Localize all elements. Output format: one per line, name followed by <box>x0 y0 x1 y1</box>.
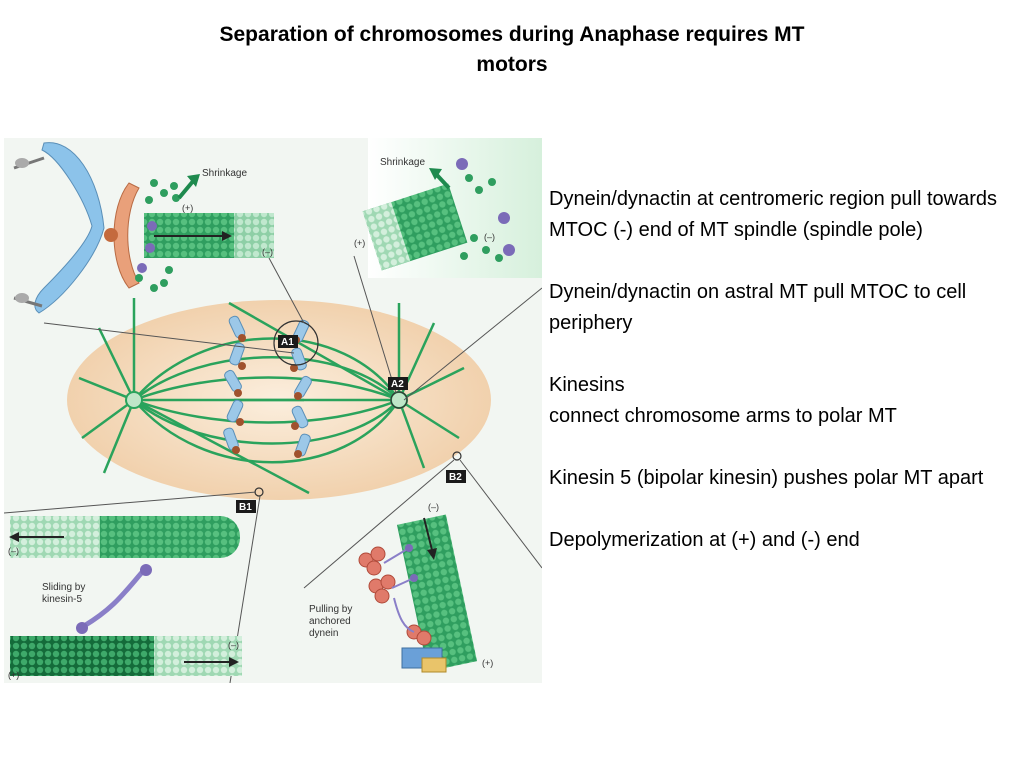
slide-title-line1: Separation of chromosomes during Anaphas… <box>219 23 805 46</box>
microtubule-b1-bottom-fade <box>154 636 242 676</box>
shrinkage-arrow-a2 <box>434 172 451 190</box>
tag-a2-label: A2 <box>391 379 404 390</box>
tag-b1 <box>236 500 256 513</box>
slide-title-line2: motors <box>476 53 548 76</box>
arrow-b2 <box>423 517 433 551</box>
zoom-circle-a1 <box>273 320 319 366</box>
dynein-label: dynein <box>309 628 338 639</box>
arrow-head-icon <box>427 548 437 560</box>
dynein-motor-icon <box>456 158 515 256</box>
plus-label-a1: (+) <box>182 203 193 213</box>
microtubule-b2 <box>396 514 478 672</box>
tag-a1-label: A1 <box>281 337 294 348</box>
pulling-label: Pulling by <box>309 604 352 615</box>
kinesin-motor-icon <box>140 564 152 576</box>
dynein-complex-icon <box>358 546 432 646</box>
bullet-depolymerization: Depolymerization at (+) and (-) end <box>549 529 860 551</box>
arrow-head-icon <box>229 657 239 667</box>
arrow-head-icon <box>222 231 232 241</box>
tag-a2 <box>388 377 408 390</box>
arrow-head-icon <box>187 174 200 187</box>
anchor-base <box>421 657 447 673</box>
bullet-dynein-astral: Dynein/dynactin on astral MT pull MTOC t… <box>549 281 967 334</box>
arrow-head-icon <box>9 532 19 542</box>
bullet-kinesins: Kinesins <box>549 374 625 396</box>
dynein-stalks <box>383 547 415 633</box>
panel-a1: Shrinkage (+) (–) <box>13 142 274 314</box>
kinesin5-label: kinesin-5 <box>42 594 82 605</box>
bullet-text: Dynein/dynactin at centromeric region pu… <box>549 184 1019 556</box>
anaphase-figure: Shrinkage (+) (–) Shrinkage (+) (–) <box>4 138 542 683</box>
tag-b2-label: B2 <box>449 472 462 483</box>
tag-b1-label: B1 <box>239 502 252 513</box>
chromatid-shape <box>34 142 105 314</box>
panel-b1: (–) Sliding by kinesin-5 (–) (+) <box>8 516 242 680</box>
anaphase-illustration: Shrinkage (+) (–) Shrinkage (+) (–) <box>4 138 542 683</box>
zoom-circle-b2 <box>452 451 462 461</box>
microtubule-a1-fade <box>234 213 274 258</box>
cell-spindle: A1 A2 B1 B2 <box>4 255 542 683</box>
spindle-pole-left <box>125 391 143 409</box>
anchored-label: anchored <box>309 616 351 627</box>
bullet-dynein-centromeric: Dynein/dynactin at centromeric region pu… <box>549 188 997 241</box>
sliding-label: Sliding by <box>42 582 85 593</box>
kinetochore-center <box>104 228 118 242</box>
shrinkage-label-a2: Shrinkage <box>380 157 425 168</box>
minus-label-a2: (–) <box>484 232 495 242</box>
tag-b2 <box>446 470 466 483</box>
motor-head-icon <box>15 293 29 303</box>
leader-lines <box>4 255 542 683</box>
dynein-motor-icon <box>137 221 157 273</box>
arrow-head-icon <box>429 168 442 180</box>
bullet-kinesin5: Kinesin 5 (bipolar kinesin) pushes polar… <box>549 467 984 489</box>
tubulin-particles <box>460 174 503 262</box>
minus-label-b1-top: (–) <box>8 546 19 556</box>
zoom-circle-a2 <box>390 391 408 409</box>
minus-label-a1: (–) <box>262 247 273 257</box>
microtubule-a2-fade <box>362 202 411 271</box>
kinesin-motor-icon <box>76 622 88 634</box>
shrinkage-label-a1: Shrinkage <box>202 168 247 179</box>
kinetochores <box>232 334 302 458</box>
plus-label-b1-bottom: (+) <box>8 670 19 680</box>
dynein-motor-icon <box>405 544 418 582</box>
spindle-fibers <box>78 298 465 495</box>
kinesin5-stalk <box>82 568 146 629</box>
minus-label-b2: (–) <box>428 502 439 512</box>
tubulin-particles <box>135 179 180 292</box>
motor-head-icon <box>15 158 29 168</box>
kinetochore-plate <box>113 182 140 289</box>
shrinkage-arrow-a1 <box>177 178 196 200</box>
panel-b2: (–) (+) Pulling by anchored dynein <box>309 502 493 673</box>
tag-a1 <box>278 335 298 348</box>
plus-label-a2: (+) <box>354 238 365 248</box>
plus-label-b2: (+) <box>482 658 493 668</box>
minus-label-b1-bottom: (–) <box>228 640 239 650</box>
panel-a2: Shrinkage (+) (–) <box>354 157 515 271</box>
bullet-kinesins-detail: connect chromosome arms to polar MT <box>549 405 897 427</box>
slide-title: Separation of chromosomes during Anaphas… <box>150 20 874 80</box>
bullet-kinesins-group: Kinesins connect chromosome arms to pola… <box>549 370 1019 432</box>
